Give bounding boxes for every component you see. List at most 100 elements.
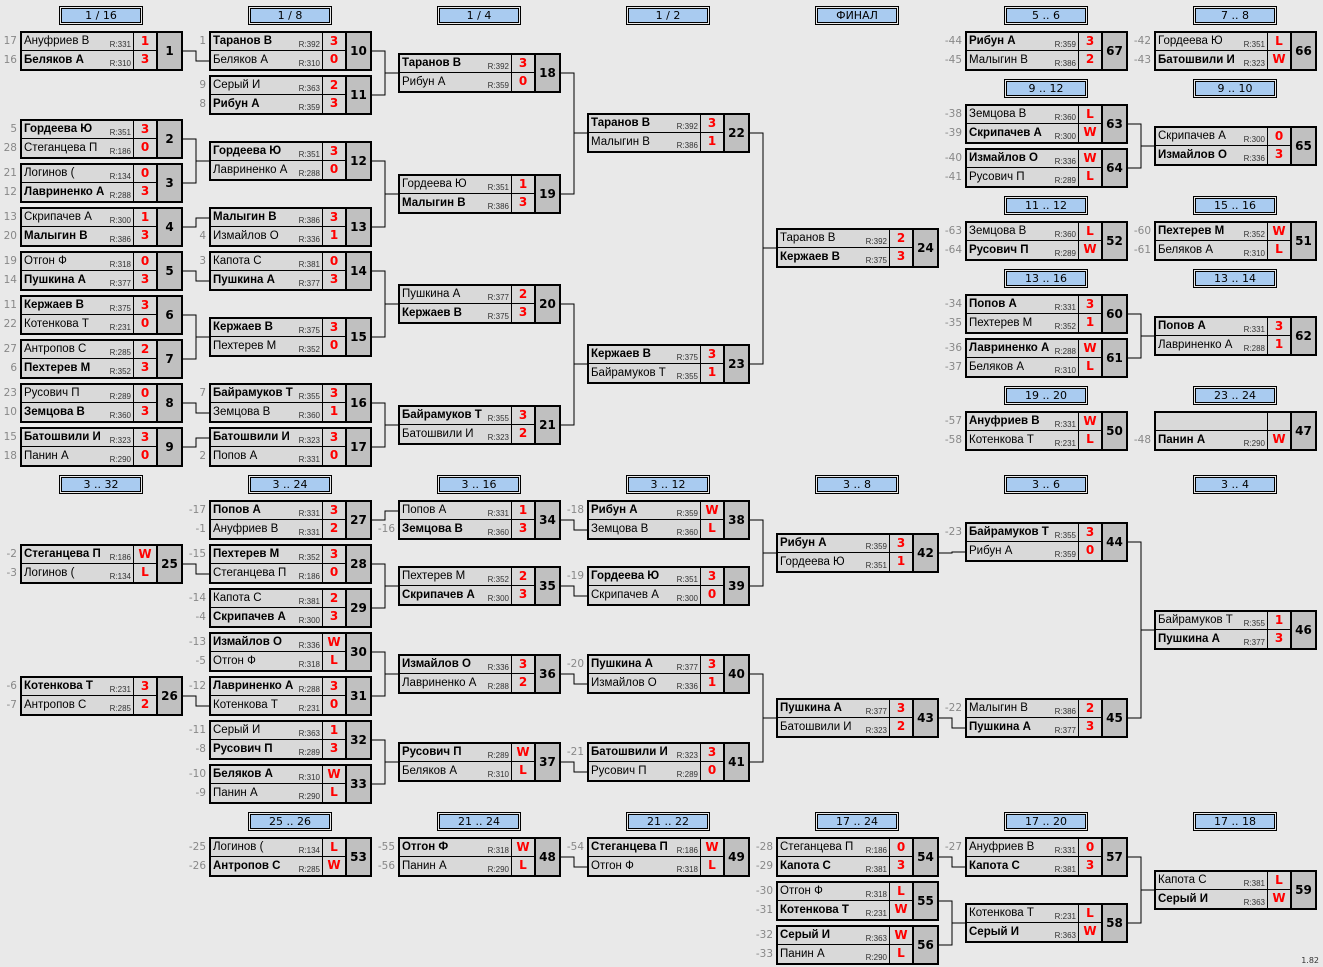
player-row[interactable]: Беляков АR:310L — [967, 358, 1101, 376]
player-row[interactable]: Пехтерев МR:352W — [1156, 223, 1290, 241]
player-row[interactable]: Отгон ФR:318L — [778, 883, 912, 901]
player-row[interactable]: Попов АR:3311 — [400, 502, 534, 520]
player-row[interactable]: Стеганцева ПR:1860 — [778, 839, 912, 857]
player-row[interactable]: Котенкова ТR:2313 — [22, 678, 156, 696]
player-row[interactable]: Байрамуков ТR:3553 — [211, 385, 345, 403]
match-37[interactable]: Русович ПR:289WБеляков АR:310L37 — [398, 742, 561, 782]
match-50[interactable]: Ануфриев ВR:331WКотенкова ТR:231L50 — [965, 411, 1128, 451]
player-row[interactable]: Беляков АR:310W — [211, 766, 345, 784]
player-row[interactable]: Ануфриев ВR:3311 — [22, 33, 156, 51]
match-39[interactable]: Гордеева ЮR:3513Скрипачев АR:300039 — [587, 566, 750, 606]
player-row[interactable]: Ануфриев ВR:331W — [967, 413, 1101, 431]
player-row[interactable]: Земцова ВR:360L — [967, 106, 1101, 124]
match-21[interactable]: Байрамуков ТR:3553Батошвили ИR:323221 — [398, 405, 561, 445]
player-row[interactable]: Земцова ВR:3601 — [211, 403, 345, 421]
player-row[interactable]: Ануфриев ВR:3312 — [211, 520, 345, 538]
player-row[interactable]: Капота СR:3813 — [778, 857, 912, 875]
player-row[interactable]: Попов АR:3313 — [1156, 318, 1290, 336]
player-row[interactable]: Котенкова ТR:231L — [967, 431, 1101, 449]
player-row[interactable]: Батошвили ИR:3232 — [400, 425, 534, 443]
player-row[interactable]: Антропов СR:2852 — [22, 696, 156, 714]
player-row[interactable]: Пехтерев МR:3522 — [400, 568, 534, 586]
player-row[interactable]: Рибун АR:3593 — [778, 535, 912, 553]
player-row[interactable]: Лавриненко АR:2882 — [400, 674, 534, 692]
player-row[interactable]: Малыгин ВR:3863 — [22, 227, 156, 245]
player-row[interactable]: Таранов ВR:3923 — [589, 115, 723, 133]
player-row[interactable]: Серый ИR:363W — [967, 923, 1101, 941]
match-46[interactable]: Байрамуков ТR:3551Пушкина АR:377346 — [1154, 610, 1317, 650]
player-row[interactable]: Рибун АR:359W — [589, 502, 723, 520]
match-34[interactable]: Попов АR:3311Земцова ВR:360334 — [398, 500, 561, 540]
player-row[interactable]: Русович ПR:2890 — [589, 762, 723, 780]
player-row[interactable]: Лавриненко АR:2881 — [1156, 336, 1290, 354]
player-row[interactable]: Панин АR:290L — [778, 945, 912, 963]
player-row[interactable]: Логинов (R:1340 — [22, 165, 156, 183]
player-row[interactable]: Серый ИR:363W — [778, 927, 912, 945]
match-10[interactable]: Таранов ВR:3923Беляков АR:310010 — [209, 31, 372, 71]
player-row[interactable]: Лавриненко АR:2883 — [211, 678, 345, 696]
match-2[interactable]: Гордеева ЮR:3513Стеганцева ПR:18602 — [20, 119, 183, 159]
match-28[interactable]: Пехтерев МR:3523Стеганцева ПR:186028 — [209, 544, 372, 584]
player-row[interactable]: Капота СR:3813 — [967, 857, 1101, 875]
player-row[interactable]: Отгон ФR:3180 — [22, 253, 156, 271]
player-row[interactable]: Беляков АR:3103 — [22, 51, 156, 69]
match-27[interactable]: Попов АR:3313Ануфриев ВR:331227 — [209, 500, 372, 540]
match-64[interactable]: Измайлов ОR:336WРусович ПR:289L64 — [965, 148, 1128, 188]
match-35[interactable]: Пехтерев МR:3522Скрипачев АR:300335 — [398, 566, 561, 606]
match-14[interactable]: Капота СR:3810Пушкина АR:377314 — [209, 251, 372, 291]
player-row[interactable]: Батошвили ИR:3233 — [22, 429, 156, 447]
player-row[interactable]: Скрипачев АR:3003 — [211, 608, 345, 626]
player-row[interactable]: Скрипачев АR:3000 — [589, 586, 723, 604]
player-row[interactable]: Серый ИR:3632 — [211, 77, 345, 95]
match-12[interactable]: Гордеева ЮR:3513Лавриненко АR:288012 — [209, 141, 372, 181]
player-row[interactable]: Серый ИR:3631 — [211, 722, 345, 740]
player-row[interactable]: Земцова ВR:360L — [967, 223, 1101, 241]
player-row[interactable]: Русович ПR:289W — [400, 744, 534, 762]
match-58[interactable]: Котенкова ТR:231LСерый ИR:363W58 — [965, 903, 1128, 943]
player-row[interactable]: Пушкина АR:3773 — [778, 700, 912, 718]
match-6[interactable]: Кержаев ВR:3753Котенкова ТR:23106 — [20, 295, 183, 335]
match-66[interactable]: Гордеева ЮR:351LБатошвили ИR:323W66 — [1154, 31, 1317, 71]
player-row[interactable]: Кержаев ВR:3753 — [589, 346, 723, 364]
match-33[interactable]: Беляков АR:310WПанин АR:290L33 — [209, 764, 372, 804]
player-row[interactable]: Отгон ФR:318L — [589, 857, 723, 875]
player-row[interactable]: Отгон ФR:318W — [400, 839, 534, 857]
player-row[interactable]: Скрипачев АR:3000 — [1156, 128, 1290, 146]
match-63[interactable]: Земцова ВR:360LСкрипачев АR:300W63 — [965, 104, 1128, 144]
match-61[interactable]: Лавриненко АR:288WБеляков АR:310L61 — [965, 338, 1128, 378]
player-row[interactable]: Байрамуков ТR:3553 — [400, 407, 534, 425]
match-26[interactable]: Котенкова ТR:2313Антропов СR:285226 — [20, 676, 183, 716]
player-row[interactable]: Котенкова ТR:2310 — [22, 315, 156, 333]
match-30[interactable]: Измайлов ОR:336WОтгон ФR:318L30 — [209, 632, 372, 672]
player-row[interactable]: Гордеева ЮR:351L — [1156, 33, 1290, 51]
match-42[interactable]: Рибун АR:3593Гордеева ЮR:351142 — [776, 533, 939, 573]
player-row[interactable]: Русович ПR:2890 — [22, 385, 156, 403]
player-row[interactable]: Байрамуков ТR:3551 — [1156, 612, 1290, 630]
player-row[interactable]: Попов АR:3313 — [967, 296, 1101, 314]
match-41[interactable]: Батошвили ИR:3233Русович ПR:289041 — [587, 742, 750, 782]
player-row[interactable]: Малыгин ВR:3863 — [211, 209, 345, 227]
player-row[interactable]: Земцова ВR:360L — [589, 520, 723, 538]
player-row[interactable]: Попов АR:3310 — [211, 447, 345, 465]
match-24[interactable]: Таранов ВR:3922Кержаев ВR:375324 — [776, 228, 939, 268]
player-row[interactable]: Стеганцева ПR:186W — [22, 546, 156, 564]
player-row[interactable]: Малыгин ВR:3863 — [400, 194, 534, 212]
player-row[interactable]: Кержаев ВR:3753 — [778, 248, 912, 266]
player-row[interactable]: Панин АR:290W — [1156, 431, 1290, 449]
match-5[interactable]: Отгон ФR:3180Пушкина АR:37735 — [20, 251, 183, 291]
player-row[interactable]: Батошвили ИR:3233 — [589, 744, 723, 762]
player-row[interactable]: Пушкина АR:3773 — [589, 656, 723, 674]
player-row[interactable]: Скрипачев АR:3001 — [22, 209, 156, 227]
player-row[interactable]: Рибун АR:3590 — [967, 542, 1101, 560]
player-row[interactable]: Антропов СR:285W — [211, 857, 345, 875]
player-row[interactable]: Логинов (R:134L — [211, 839, 345, 857]
match-57[interactable]: Ануфриев ВR:3310Капота СR:381357 — [965, 837, 1128, 877]
match-65[interactable]: Скрипачев АR:3000Измайлов ОR:336365 — [1154, 126, 1317, 166]
player-row[interactable]: Пушкина АR:3773 — [22, 271, 156, 289]
player-row[interactable]: Пехтерев МR:3521 — [967, 314, 1101, 332]
match-60[interactable]: Попов АR:3313Пехтерев МR:352160 — [965, 294, 1128, 334]
match-55[interactable]: Отгон ФR:318LКотенкова ТR:231W55 — [776, 881, 939, 921]
player-row[interactable]: Байрамуков ТR:3551 — [589, 364, 723, 382]
match-31[interactable]: Лавриненко АR:2883Котенкова ТR:231031 — [209, 676, 372, 716]
player-row[interactable]: Котенкова ТR:231W — [778, 901, 912, 919]
